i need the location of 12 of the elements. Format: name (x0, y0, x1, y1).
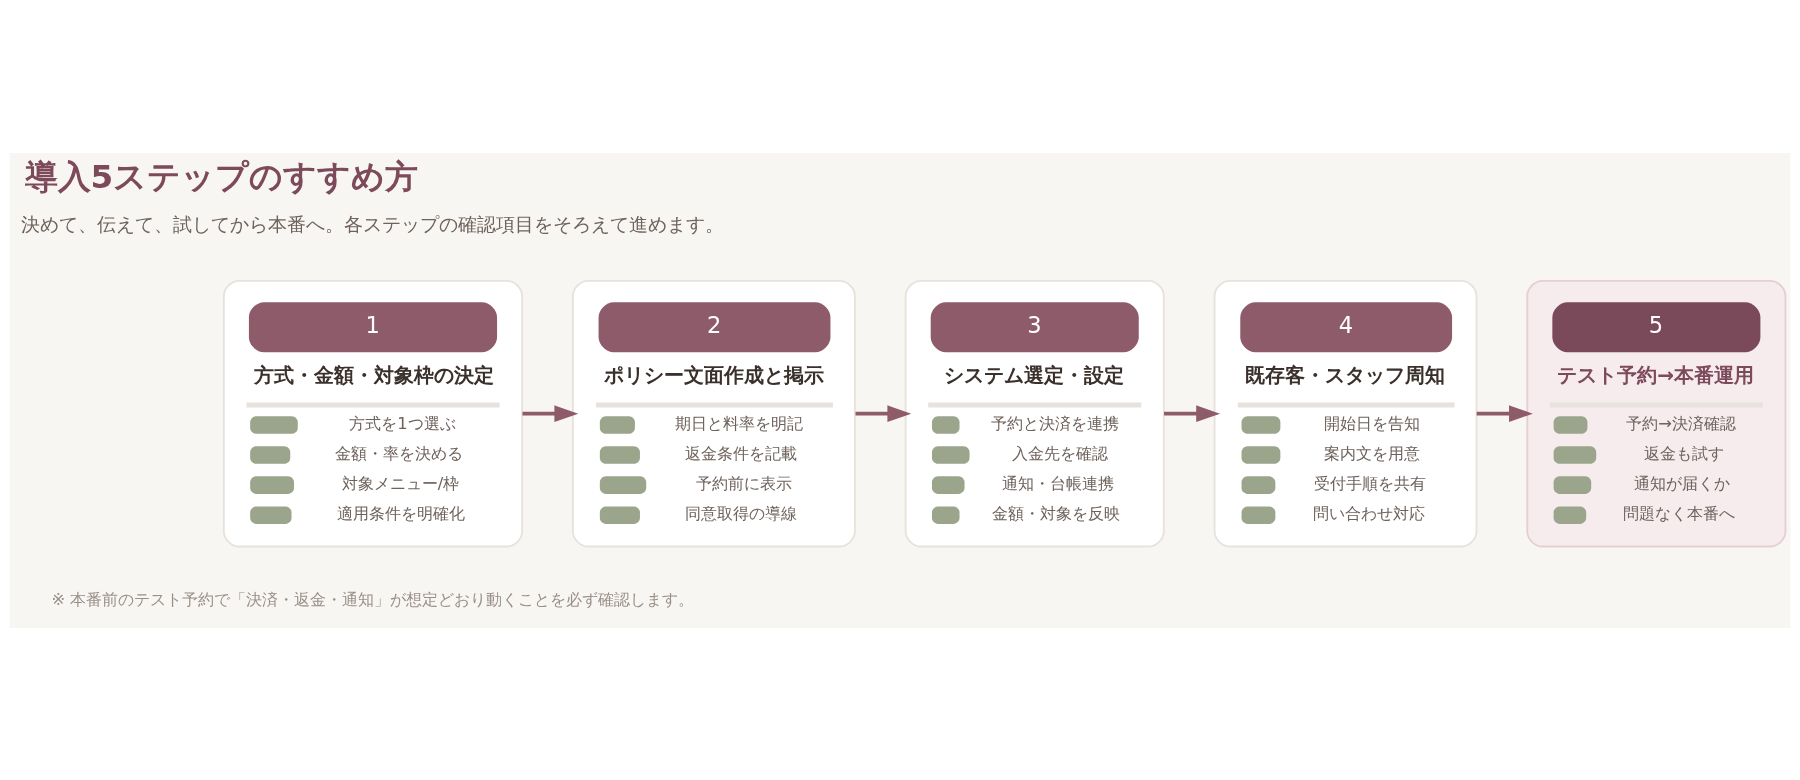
node-box: 2 ポリシー文面作成と掲示 期日と料率を明記 返金条件を記載 予約前に表示 同意取得の導線 (571, 279, 856, 547)
node-box: 5 テスト予約→本番運用 予約→決済確認 返金も試す 通知が届くか 問題なく本番へ (1526, 279, 1787, 547)
arrow (1164, 404, 1221, 422)
node-box: 3 システム選定・設定 予約と決済を連携 入金先を確認 通知・台帳連携 金額・対象を反映 (904, 279, 1165, 547)
node-box: 1 方式・金額・対象枠の決定 方式を1つ選ぶ 金額・率を決める 対象メニュー/枠 適用条件を明確化 (222, 279, 524, 547)
diagram-title: 導入5ステップのすすめ方 (24, 157, 419, 196)
caption: ※ 本番前のテスト予約で「決済・返金・通知」が想定どおり動くことを必ず確認します。 (51, 589, 695, 609)
arrow (855, 404, 912, 422)
node-box: 4 既存客・スタッフ周知 開始日を告知 案内文を用意 受付手順を共有 問い合わせ対応 (1213, 279, 1478, 547)
arrow (1476, 404, 1533, 422)
label: 決めて、伝えて、試してから本番へ。各ステップの確認項目をそろえて進めます。 (21, 213, 725, 235)
arrow (522, 404, 579, 422)
